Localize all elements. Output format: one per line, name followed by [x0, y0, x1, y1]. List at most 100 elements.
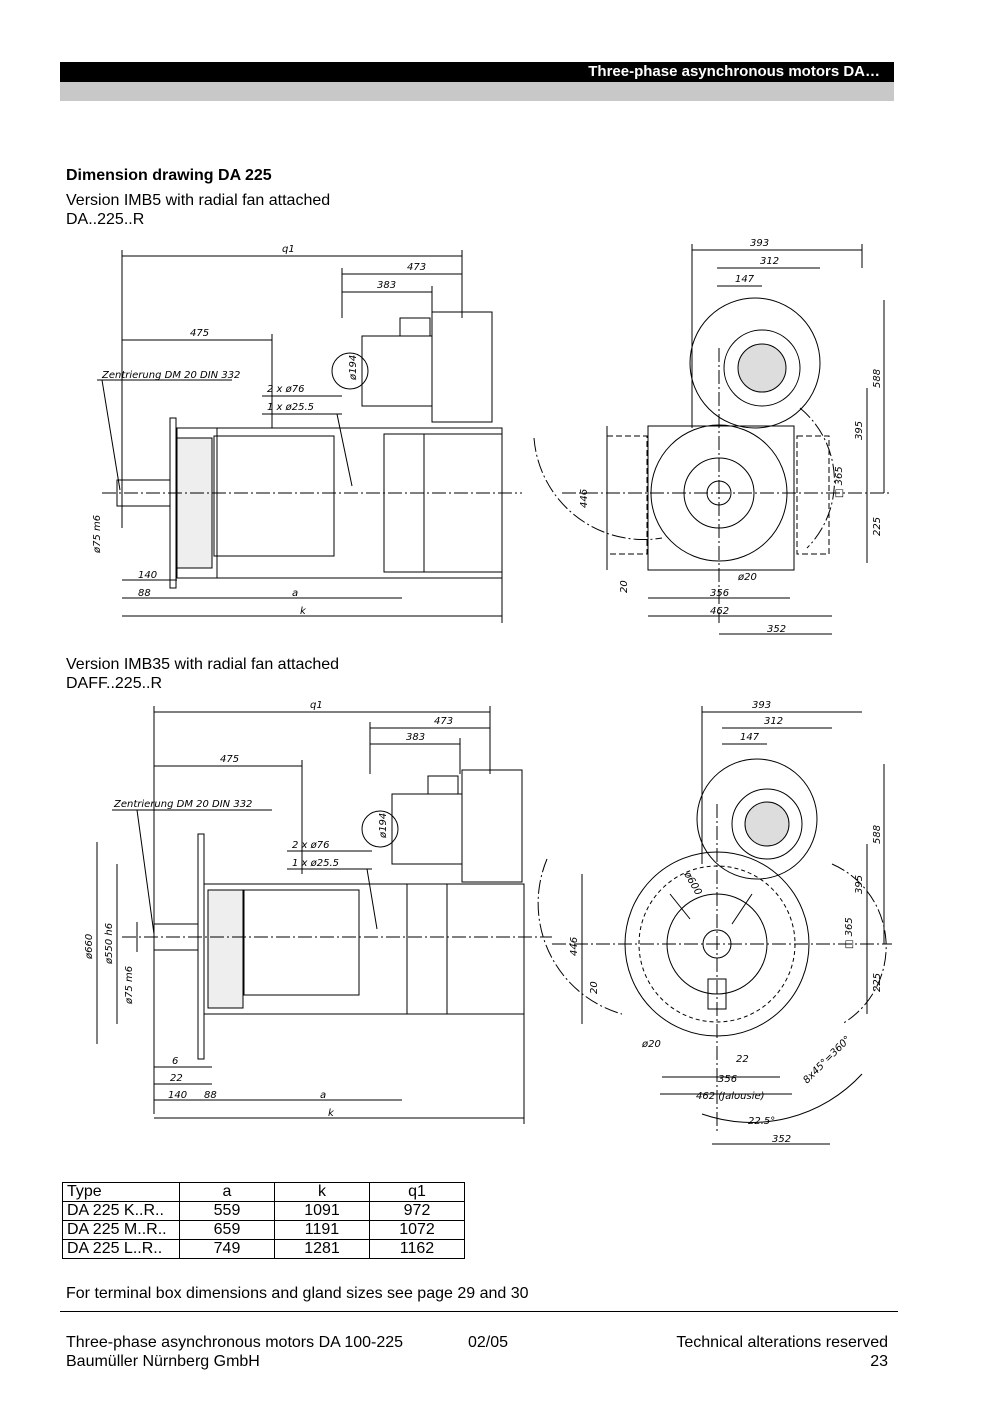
dimension-drawing-imb5: q1 473 383 475 Zentrierung DM 20 DIN 332… — [62, 228, 912, 648]
centering-label-2: Zentrierung DM 20 DIN 332 — [113, 799, 252, 810]
table-cell: DA 225 L..R.. — [62, 1239, 180, 1259]
table-cell: 972 — [369, 1201, 465, 1221]
table-header-cell: Type — [62, 1182, 180, 1202]
table-cell: DA 225 M..R.. — [62, 1220, 180, 1240]
dim2-393: 393 — [752, 700, 771, 711]
table-cell: 559 — [179, 1201, 275, 1221]
dim2-angle: 22.5° — [748, 1116, 775, 1127]
version1-title: Version IMB5 with radial fan attached — [66, 192, 331, 209]
dim2-475: 475 — [220, 754, 239, 765]
header-gray-band — [60, 82, 894, 101]
gland-label-1: 2 x ø76 — [267, 384, 304, 395]
header-bar: Three-phase asynchronous motors DA… — [60, 62, 894, 82]
dim-462: 462 — [710, 606, 729, 617]
dim2-a: a — [320, 1090, 326, 1101]
dim-395: 395 — [854, 421, 865, 440]
dim2-140: 140 — [168, 1090, 187, 1101]
table-header-cell: a — [179, 1182, 275, 1202]
gland2-label-1: 2 x ø76 — [292, 840, 329, 851]
dim-a: a — [292, 588, 298, 599]
dim-q1: q1 — [282, 244, 295, 255]
table-cell: 749 — [179, 1239, 275, 1259]
dim2-395: 395 — [854, 875, 865, 894]
dim2-shaft: ø75 m6 — [124, 966, 135, 1005]
table-cell: 1281 — [274, 1239, 370, 1259]
gland-label-2: 1 x ø25.5 — [267, 402, 314, 413]
table-cell: 1091 — [274, 1201, 370, 1221]
header-title: Three-phase asynchronous motors DA… — [588, 63, 880, 80]
table-cell: 1072 — [369, 1220, 465, 1240]
dimension-drawing-imb35: q1 473 383 475 Zentrierung DM 20 DIN 332… — [62, 694, 912, 1154]
dim2-365: □ 365 — [844, 917, 855, 949]
version2-title: Version IMB35 with radial fan attached — [66, 656, 340, 673]
dim2-660: ø660 — [84, 934, 95, 960]
table-cell: DA 225 K..R.. — [62, 1201, 180, 1221]
dim-312: 312 — [760, 256, 779, 267]
dimension-table: Type a k q1 DA 225 K..R.. 559 1091 972 D… — [62, 1182, 465, 1259]
dim2-20: 20 — [589, 981, 600, 994]
dim-365: □ 365 — [834, 466, 845, 498]
dim2-147: 147 — [740, 732, 760, 743]
gland2-label-2: 1 x ø25.5 — [292, 858, 339, 869]
table-cell: 1191 — [274, 1220, 370, 1240]
version2-code: DAFF..225..R — [66, 675, 163, 692]
dim-88: 88 — [138, 588, 151, 599]
dim2-holes: 8x45°=360° — [801, 1034, 853, 1086]
dim-147: 147 — [735, 274, 755, 285]
terminal-box-note: For terminal box dimensions and gland si… — [66, 1285, 529, 1302]
dim-k: k — [300, 606, 307, 617]
page-number: 23 — [870, 1353, 888, 1370]
dim2-22b: 22 — [736, 1054, 749, 1065]
table-header-cell: k — [274, 1182, 370, 1202]
table-header-cell: q1 — [369, 1182, 465, 1202]
dim-446: 446 — [579, 489, 590, 508]
footer-doc-title: Three-phase asynchronous motors DA 100-2… — [66, 1334, 404, 1351]
centering-label: Zentrierung DM 20 DIN 332 — [101, 370, 240, 381]
dim2-22: 22 — [170, 1073, 183, 1084]
dim-20: 20 — [619, 580, 630, 593]
dim2-600: ø600 — [681, 869, 704, 897]
footer-company: Baumüller Nürnberg GmbH — [66, 1353, 260, 1370]
dim-ø20: ø20 — [737, 572, 757, 583]
dim-475: 475 — [190, 328, 209, 339]
dim2-462: 462 (Jalousie) — [696, 1091, 765, 1102]
drawing-imb5-svg: q1 473 383 475 Zentrierung DM 20 DIN 332… — [92, 238, 892, 635]
dim2-383: 383 — [406, 732, 425, 743]
dim-194: ø194 — [348, 355, 359, 381]
dim2-312: 312 — [764, 716, 783, 727]
dim-383: 383 — [377, 280, 396, 291]
footer-date: 02/05 — [468, 1334, 509, 1351]
table-header-row: Type a k q1 — [62, 1182, 465, 1202]
version1-code: DA..225..R — [66, 211, 145, 228]
dim2-225: 225 — [872, 973, 883, 992]
dim2-ø20: ø20 — [641, 1039, 661, 1050]
table-row: DA 225 K..R.. 559 1091 972 — [62, 1201, 465, 1221]
footer-notice: Technical alterations reserved — [676, 1334, 888, 1351]
dim-shaft: ø75 m6 — [92, 515, 103, 554]
dim2-194: ø194 — [378, 813, 389, 839]
dim2-352: 352 — [772, 1134, 791, 1145]
dim-588: 588 — [872, 369, 883, 388]
dim2-446: 446 — [569, 937, 580, 956]
dim2-6: 6 — [172, 1056, 178, 1067]
dim-140: 140 — [138, 570, 157, 581]
dim2-550: ø550 h6 — [104, 923, 115, 965]
dim-225: 225 — [872, 517, 883, 536]
dim2-588: 588 — [872, 825, 883, 844]
dim-356: 356 — [710, 588, 729, 599]
dim2-356: 356 — [718, 1074, 737, 1085]
table-cell: 1162 — [369, 1239, 465, 1259]
table-row: DA 225 M..R.. 659 1191 1072 — [62, 1220, 465, 1240]
dim2-k: k — [328, 1108, 335, 1119]
section-title: Dimension drawing DA 225 — [66, 167, 272, 184]
dim2-88: 88 — [204, 1090, 217, 1101]
table-cell: 659 — [179, 1220, 275, 1240]
dim-473: 473 — [407, 262, 426, 273]
dim-352: 352 — [767, 624, 786, 635]
table-row: DA 225 L..R.. 749 1281 1162 — [62, 1239, 465, 1259]
dim-393: 393 — [750, 238, 769, 249]
drawing-imb35-svg: q1 473 383 475 Zentrierung DM 20 DIN 332… — [84, 700, 892, 1145]
dim2-473: 473 — [434, 716, 453, 727]
dim2-q1: q1 — [310, 700, 323, 711]
footer-divider — [60, 1311, 898, 1312]
